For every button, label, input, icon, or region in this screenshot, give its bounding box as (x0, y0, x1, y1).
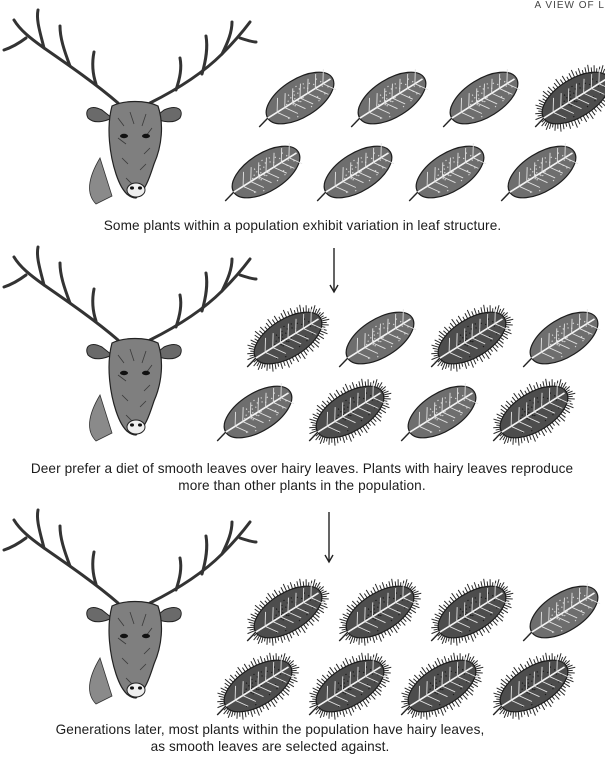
smooth-leaf (512, 576, 605, 655)
hairy-leaf (477, 640, 586, 736)
smooth-leaf (398, 136, 493, 215)
smooth-leaf (248, 62, 343, 141)
hairy-leaf (415, 292, 524, 388)
hairy-leaf (231, 292, 340, 388)
hairy-leaf (519, 52, 605, 148)
smooth-leaf (512, 302, 605, 381)
smooth-leaf (490, 136, 585, 215)
smooth-leaf (306, 136, 401, 215)
hairy-leaf (231, 566, 340, 662)
hairy-leaf (293, 366, 402, 462)
smooth-leaf (390, 376, 485, 455)
smooth-leaf (340, 62, 435, 141)
hairy-leaf (415, 566, 524, 662)
smooth-leaf (328, 302, 423, 381)
hairy-leaf (477, 366, 586, 462)
deer-head-icon (4, 247, 256, 441)
smooth-leaf (214, 136, 309, 215)
deer-head-icon (4, 510, 256, 704)
caption-panel-1: Some plants within a population exhibit … (0, 217, 605, 234)
hairy-leaf (323, 566, 432, 662)
caption-panel-3: Generations later, most plants within th… (50, 721, 490, 755)
caption-panel-3-text: Generations later, most plants within th… (56, 722, 485, 754)
caption-panel-2: Deer prefer a diet of smooth leaves over… (22, 460, 582, 494)
caption-panel-2-text: Deer prefer a diet of smooth leaves over… (31, 461, 573, 493)
smooth-leaf (206, 376, 301, 455)
deer-head-icon (4, 10, 256, 204)
smooth-leaf (432, 62, 527, 141)
